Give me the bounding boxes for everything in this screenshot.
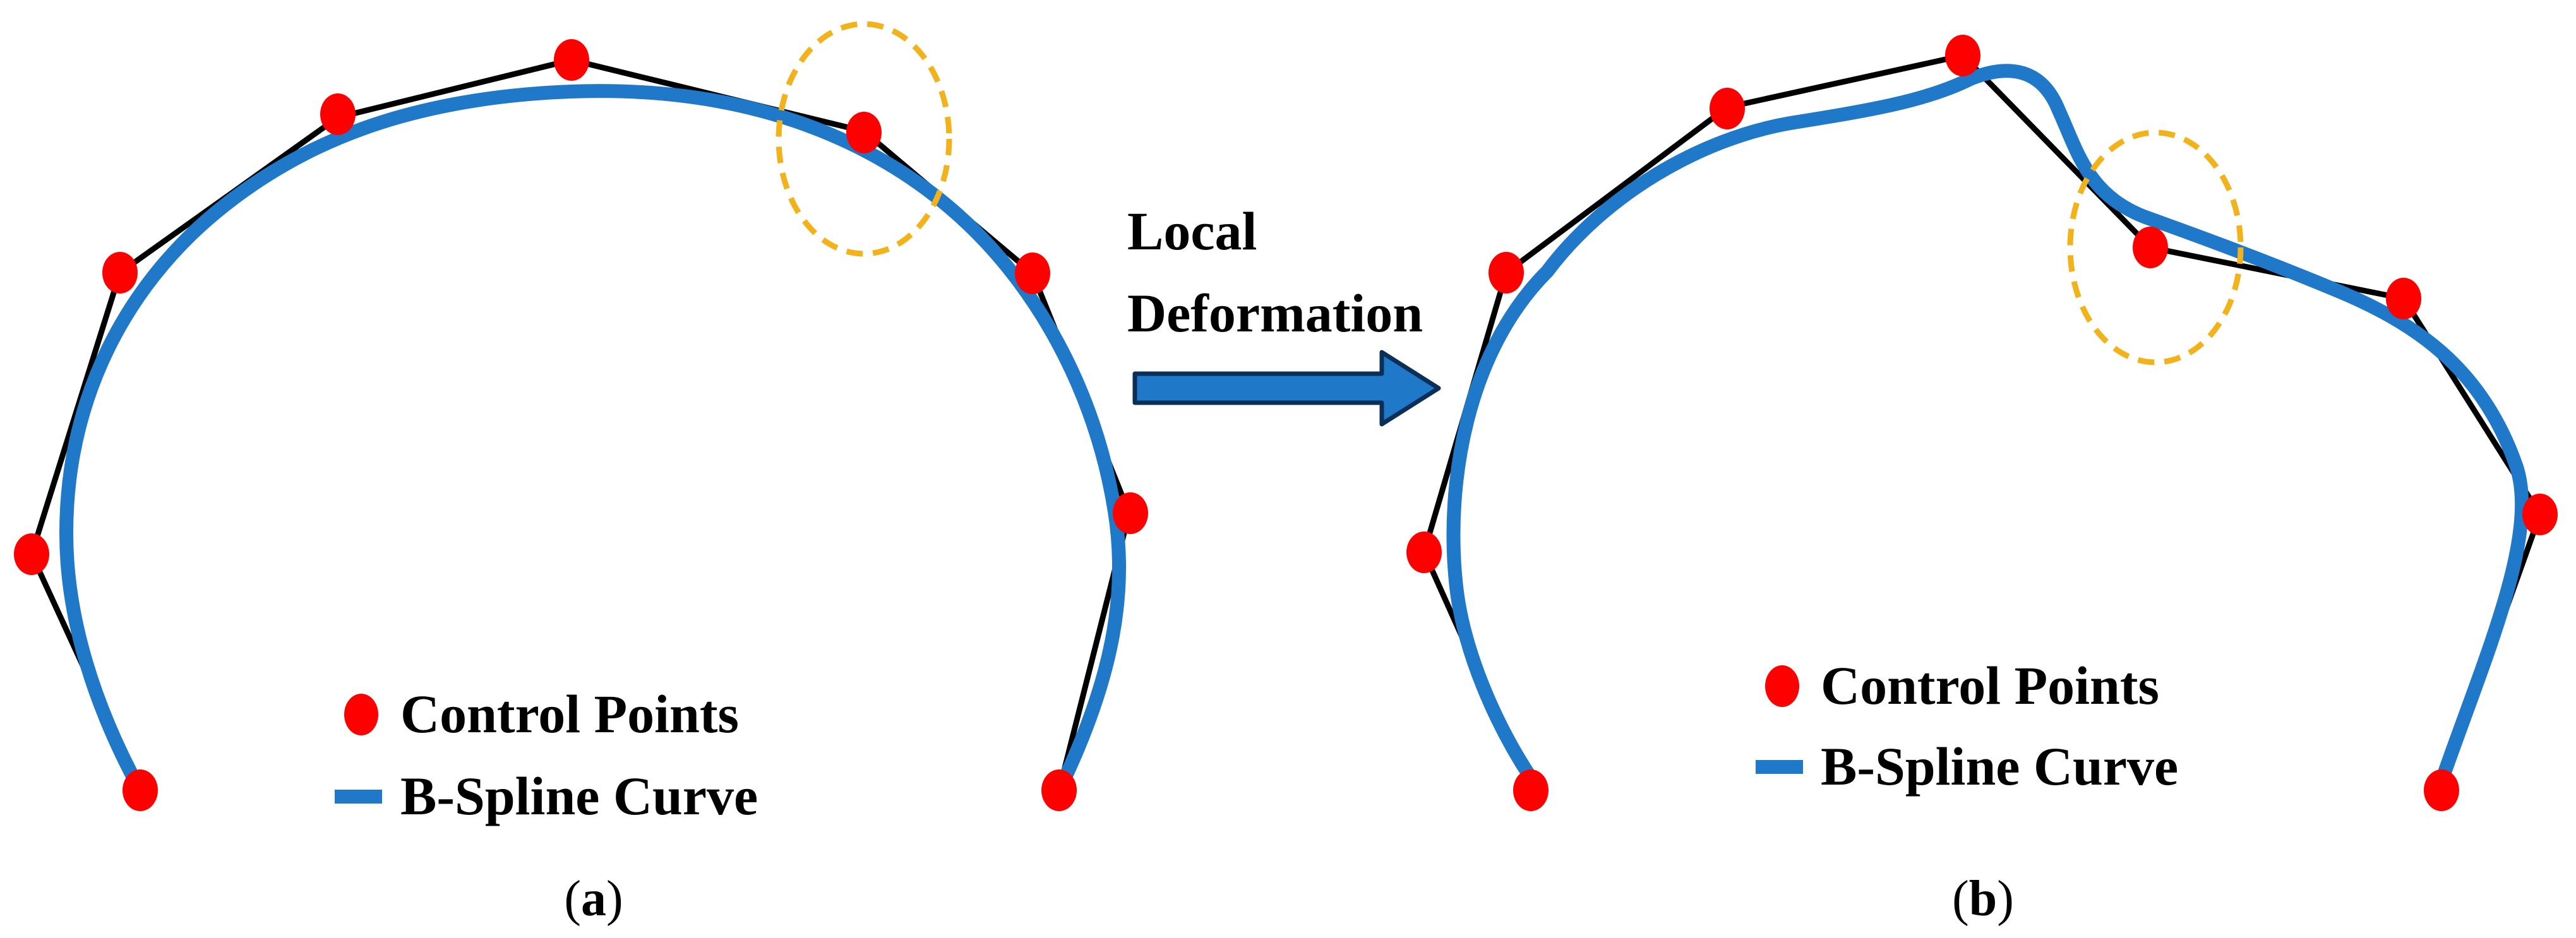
control-point [1513,769,1549,811]
deformation-arrow: Local Deformation [1127,201,1441,427]
legend-control-point-marker [344,694,378,735]
caption-a: (a) [564,871,623,927]
legend-control-points-label: Control Points [1821,655,2159,716]
control-point [554,39,589,81]
control-point [1945,35,1980,76]
control-points-b [1406,35,2558,811]
b-spline-curve-b [1446,64,2529,785]
control-point [102,252,138,294]
control-points-a [14,39,1148,811]
legend-b: Control Points B-Spline Curve [1756,655,2178,797]
control-point [2133,227,2168,268]
arrow-label-line2: Deformation [1127,283,1423,343]
panel-b: Control Points B-Spline Curve (b) [1406,35,2558,927]
legend-control-points-label: Control Points [400,684,739,744]
control-point [1710,88,1745,129]
control-point [1113,492,1148,534]
control-polygon-a [28,57,1132,792]
control-point [2424,769,2459,811]
highlight-ellipse-b [2067,129,2244,365]
legend-a: Control Points B-Spline Curve [335,684,758,826]
right-arrow-icon [1132,350,1441,427]
control-point [14,533,49,575]
control-point [846,112,882,153]
legend-curve-label: B-Spline Curve [400,766,758,826]
control-point [1406,531,1442,573]
control-point [1489,252,1524,294]
arrow-label-line1: Local [1127,201,1257,261]
control-point [1015,252,1050,294]
control-point [2386,278,2421,319]
legend-curve-label: B-Spline Curve [1821,736,2178,797]
control-point [123,769,158,811]
panel-a: Control Points B-Spline Curve (a) [14,21,1148,927]
control-point [2522,494,2558,535]
legend-control-point-marker [1765,665,1799,707]
b-spline-curve-a [59,84,1127,797]
caption-b: (b) [1952,871,2014,927]
control-point [320,93,356,135]
control-point [1041,769,1077,811]
highlight-ellipse-a [776,21,952,257]
